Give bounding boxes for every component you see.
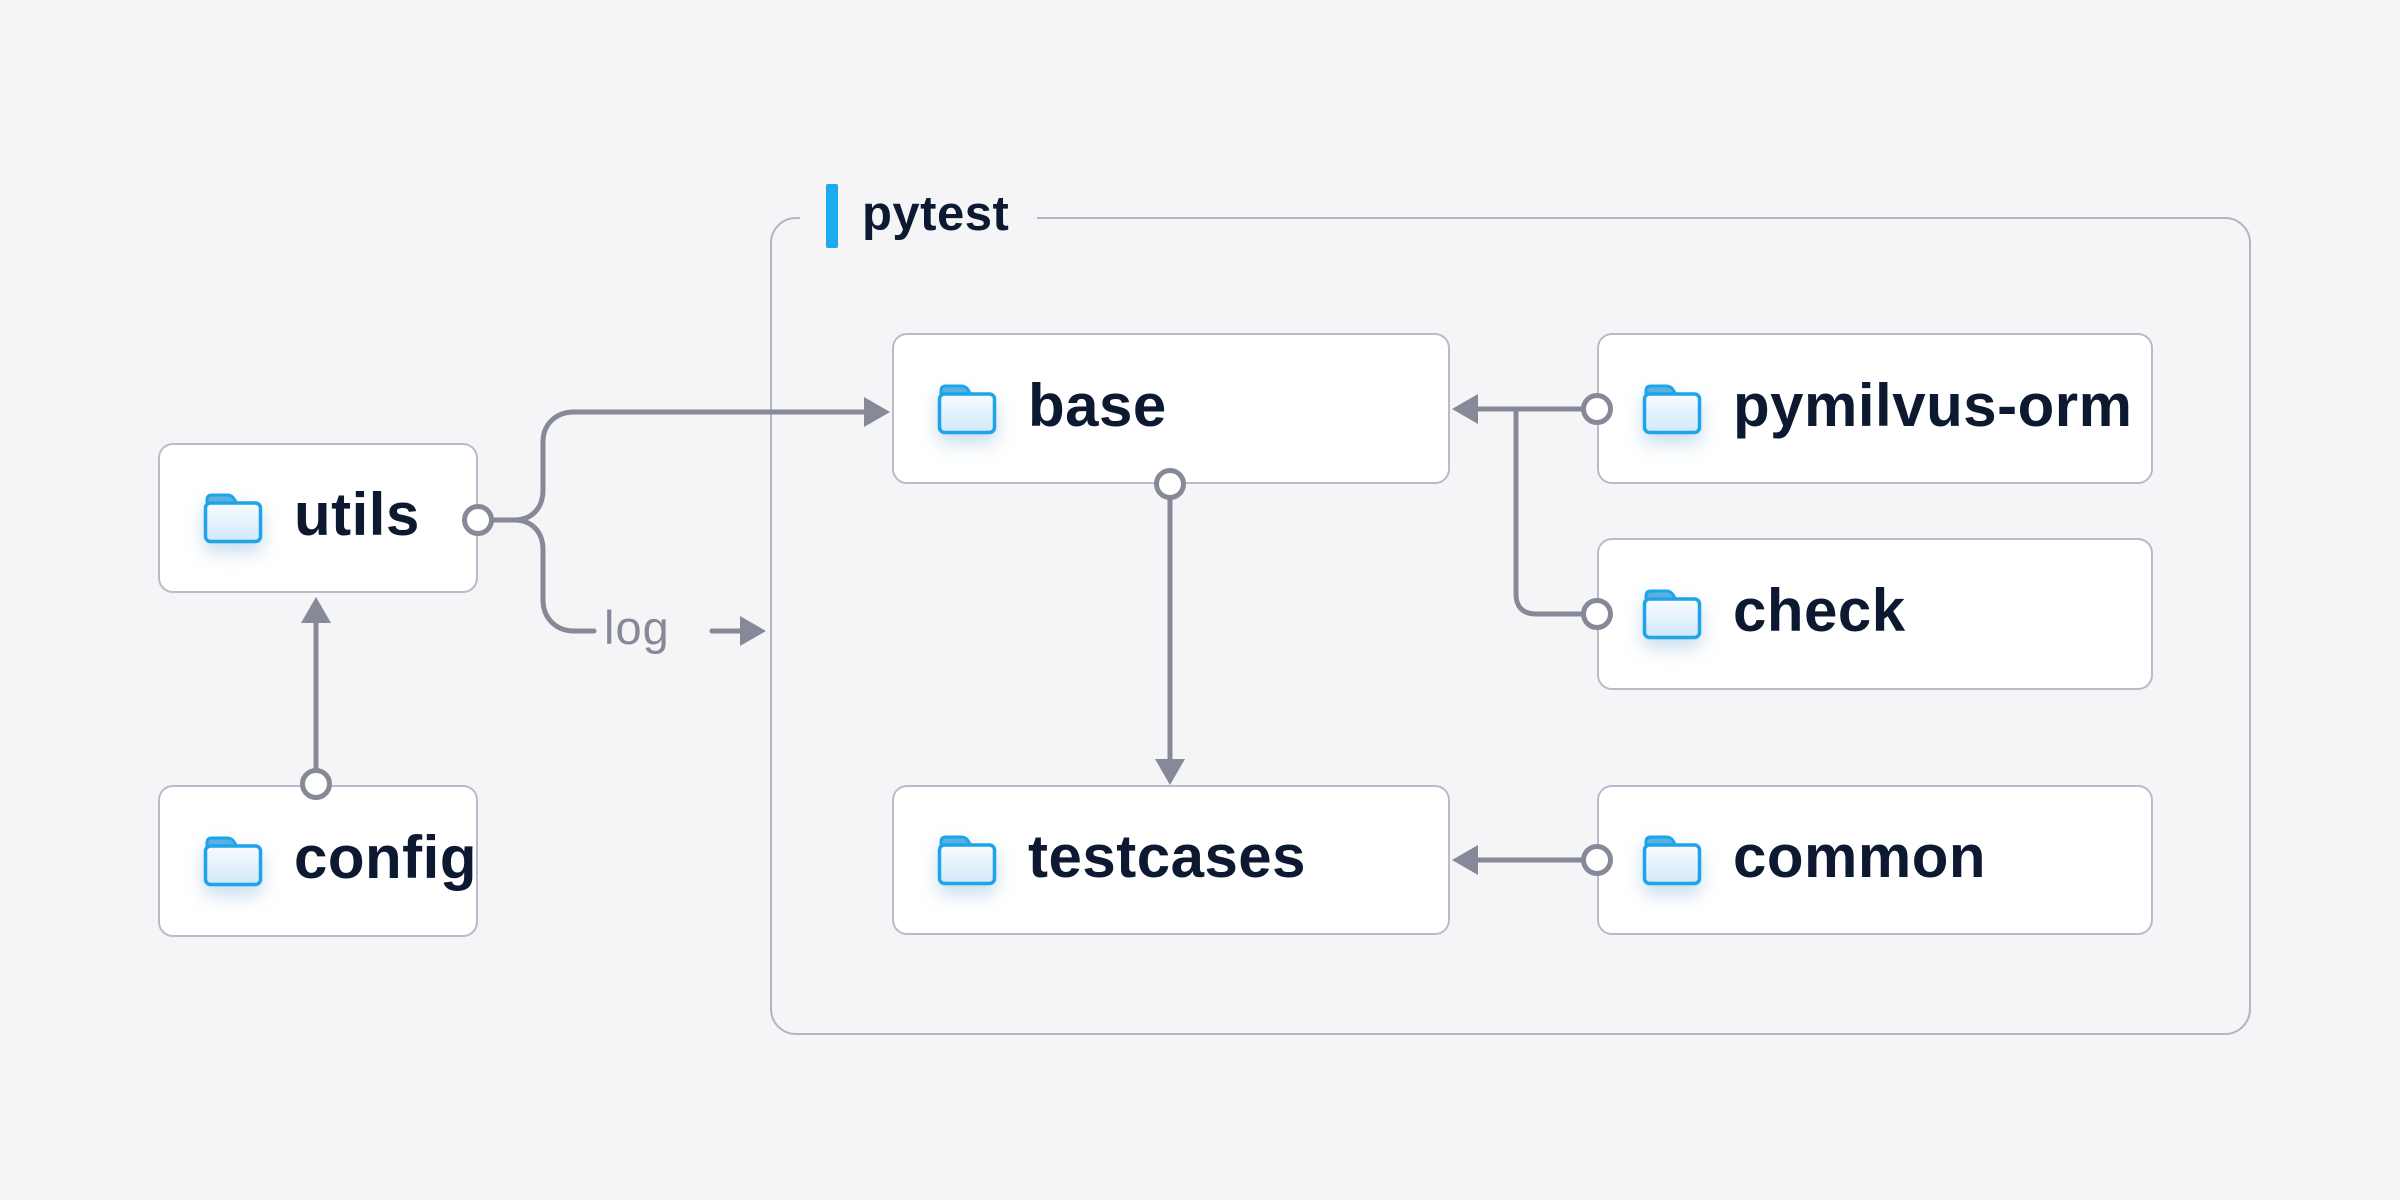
- folder-icon: [203, 493, 263, 544]
- node-pymilvus-orm: pymilvus-orm: [1597, 333, 2153, 484]
- node-base: base: [892, 333, 1450, 484]
- edge-utils-log: [511, 517, 597, 634]
- node-label: common: [1733, 823, 1987, 890]
- node-label: base: [1028, 371, 1167, 439]
- accent-bar: [826, 184, 838, 248]
- node-check: check: [1597, 538, 2153, 690]
- folder-icon: [203, 836, 263, 887]
- folder-icon: [937, 835, 997, 886]
- pytest-group-container: [770, 217, 2251, 1035]
- arrowhead-log: [740, 616, 766, 646]
- node-label: testcases: [1028, 823, 1307, 890]
- folder-icon: [1642, 384, 1702, 434]
- node-config: config: [158, 785, 478, 937]
- folder-icon: [1642, 589, 1702, 640]
- node-testcases: testcases: [892, 785, 1450, 935]
- pytest-group-title: pytest: [862, 186, 1010, 241]
- folder-icon: [937, 384, 997, 434]
- node-label: check: [1733, 577, 1906, 644]
- edge-label-log: log: [604, 601, 670, 654]
- node-utils: utils: [158, 443, 478, 593]
- folder-icon: [1642, 835, 1702, 886]
- pytest-group-label: pytest: [800, 182, 1038, 250]
- node-label: pymilvus-orm: [1733, 371, 2133, 439]
- node-label: config: [294, 824, 477, 891]
- node-common: common: [1597, 785, 2153, 935]
- node-label: utils: [294, 481, 420, 548]
- arrowhead-config-utils: [301, 597, 331, 623]
